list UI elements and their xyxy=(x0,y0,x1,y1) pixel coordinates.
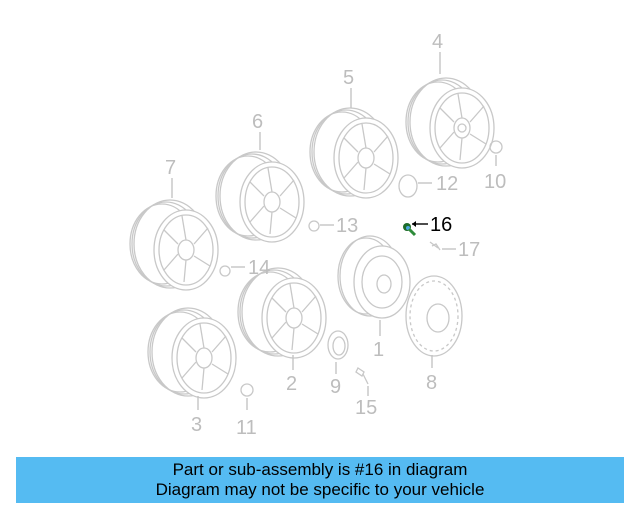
callout-2[interactable]: 2 xyxy=(286,373,297,395)
callout-9[interactable]: 9 xyxy=(330,376,341,398)
callout-16[interactable]: 16 xyxy=(430,214,452,236)
part-17-valve-stem[interactable] xyxy=(429,241,441,251)
callout-12[interactable]: 12 xyxy=(436,173,458,195)
parts-diagram: 4 5 6 7 2 3 1 8 9 10 11 xyxy=(129,31,506,439)
callout-1[interactable]: 1 xyxy=(373,339,384,361)
part-10-center-cap[interactable] xyxy=(489,140,503,154)
callout-13[interactable]: 13 xyxy=(336,215,358,237)
callout-8[interactable]: 8 xyxy=(426,372,437,394)
callout-11[interactable]: 11 xyxy=(236,417,257,439)
part-14-center-cap[interactable] xyxy=(219,265,231,277)
part-11-center-cap[interactable] xyxy=(240,383,254,397)
callout-10[interactable]: 10 xyxy=(484,171,506,193)
part-5-wheel[interactable] xyxy=(309,107,399,199)
callout-6[interactable]: 6 xyxy=(252,111,263,133)
callout-4[interactable]: 4 xyxy=(432,31,443,53)
info-banner: Part or sub-assembly is #16 in diagram D… xyxy=(16,457,624,503)
part-4-wheel[interactable] xyxy=(405,77,495,169)
part-15-wheel-bolt[interactable] xyxy=(355,367,369,385)
banner-part-line: Part or sub-assembly is #16 in diagram xyxy=(172,460,468,479)
callout-17[interactable]: 17 xyxy=(458,239,480,261)
banner-disclaimer-line: Diagram may not be specific to your vehi… xyxy=(155,480,485,499)
callout-15[interactable]: 15 xyxy=(355,397,377,419)
callout-7[interactable]: 7 xyxy=(165,157,176,179)
part-6-wheel[interactable] xyxy=(215,151,305,243)
part-7-wheel[interactable] xyxy=(129,199,219,291)
callout-5[interactable]: 5 xyxy=(343,67,354,89)
part-8-wheel-cover[interactable] xyxy=(405,275,463,357)
callout-3[interactable]: 3 xyxy=(191,414,202,436)
part-1-steel-wheel[interactable] xyxy=(337,235,411,319)
part-3-wheel[interactable] xyxy=(147,307,237,399)
part-12-center-cap[interactable] xyxy=(398,174,418,198)
callout-14[interactable]: 14 xyxy=(248,257,270,279)
part-16-lock-bolt[interactable] xyxy=(403,223,417,237)
part-2-wheel[interactable] xyxy=(237,267,327,359)
part-9-center-cap[interactable] xyxy=(327,330,349,360)
part-13-center-cap[interactable] xyxy=(308,220,320,232)
